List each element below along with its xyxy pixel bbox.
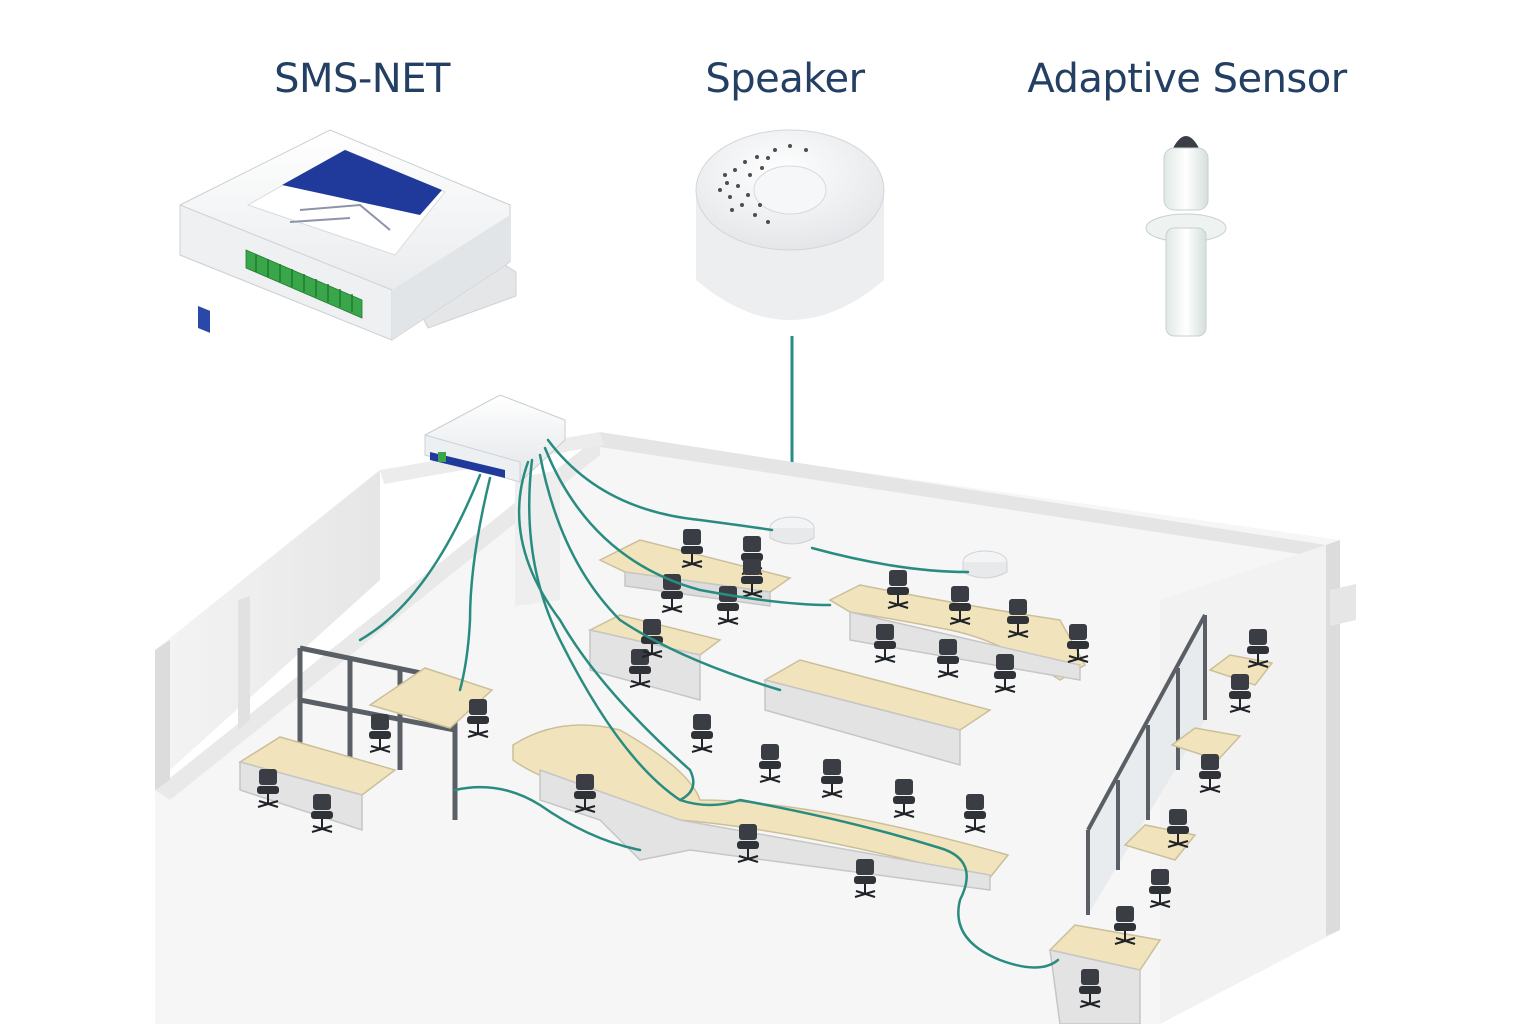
sms-net-hub [424,394,566,483]
controller-label: SMS-NET [274,56,450,102]
back-walls [155,432,1356,1024]
glass-partition-right [1086,614,1207,915]
sms-net-controller [179,129,517,341]
office-floor [155,435,1340,1024]
speaker-label: Speaker [705,56,865,102]
speaker-device [695,129,885,512]
sensor-label: Adaptive Sensor [1027,56,1347,102]
ceiling-speaker-1 [769,516,815,545]
ceiling-speaker-2 [962,550,1008,579]
network-cables [358,438,1060,969]
adaptive-sensor-device [1145,136,1227,337]
